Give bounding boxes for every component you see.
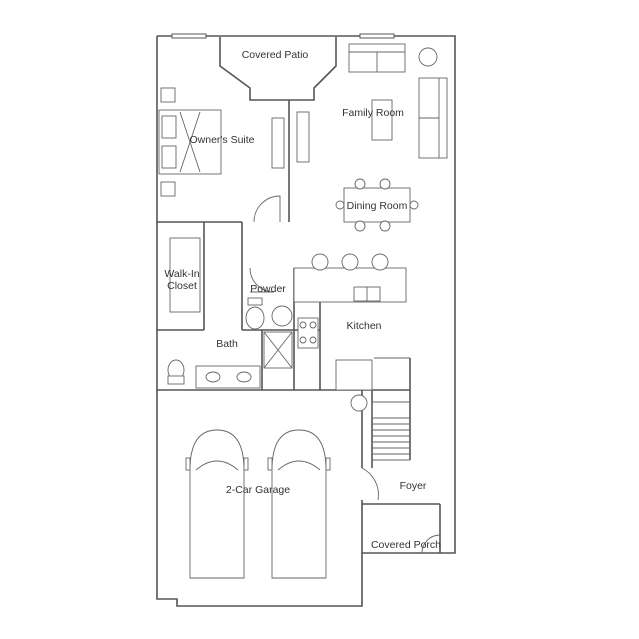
bed-pillow-2 [161, 145, 177, 169]
label-powder: Powder [250, 283, 286, 295]
closet-rod-1 [271, 117, 285, 169]
label-kitchen: Kitchen [346, 320, 381, 332]
room-labels: Covered Patio Family Room Owner's Suite … [164, 49, 441, 551]
window-right [359, 33, 395, 39]
label-foyer: Foyer [400, 480, 427, 492]
vanity [195, 365, 261, 389]
label-walk-in-closet-2: Closet [167, 280, 197, 292]
family-room-furniture [348, 43, 448, 159]
side-table [418, 47, 438, 67]
water-heater [350, 394, 368, 412]
owners-suite-furniture [158, 87, 310, 197]
label-walk-in-closet-1: Walk-In [164, 268, 199, 280]
car-right [271, 429, 327, 579]
coffee-table [371, 99, 393, 141]
range [297, 317, 319, 349]
label-owners-suite: Owner's Suite [189, 134, 254, 146]
car-left [189, 429, 245, 579]
label-covered-patio: Covered Patio [242, 49, 309, 61]
stairs [350, 394, 410, 461]
bed-pillow-1 [161, 115, 177, 139]
bath-fixtures [167, 331, 293, 389]
doors [249, 195, 441, 554]
label-dining-room: Dining Room [347, 200, 408, 212]
kitchen-island [293, 267, 407, 303]
refrigerator [335, 359, 373, 391]
label-covered-porch: Covered Porch [371, 539, 441, 551]
garage-cars [185, 429, 331, 579]
label-garage: 2-Car Garage [226, 484, 290, 496]
walk-in-closet-shelves [169, 237, 201, 313]
dining-table [343, 187, 411, 223]
exterior-walls [156, 33, 456, 607]
powder-fixtures [245, 297, 293, 330]
covered-patio-bay [219, 37, 337, 101]
nightstand-bottom [160, 181, 176, 197]
nightstand-top [160, 87, 176, 103]
kitchen-fixtures [293, 253, 410, 391]
window-left [171, 33, 207, 39]
closet-rod-2 [296, 111, 310, 163]
label-bath: Bath [216, 338, 238, 350]
label-family-room: Family Room [342, 107, 404, 119]
dining-furniture [335, 178, 419, 232]
